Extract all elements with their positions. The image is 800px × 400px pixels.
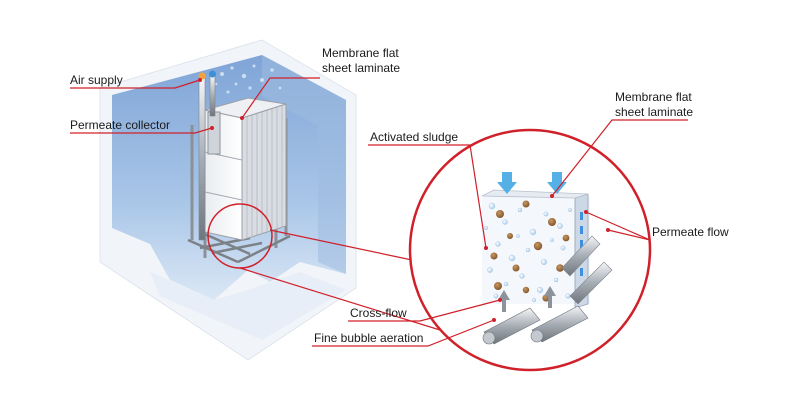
- tank: [99, 39, 357, 361]
- air-bubbles: [484, 202, 573, 303]
- leader-lines: [70, 77, 688, 347]
- permeate-tubes: [561, 235, 613, 305]
- label-membrane-right-line2: sheet laminate: [615, 105, 694, 119]
- leader-cross-flow: [348, 299, 501, 322]
- leader-permeate-collector: [70, 127, 213, 134]
- air-pipe-cap-icon: [198, 72, 206, 80]
- zoom-connectors: [239, 229, 441, 331]
- leader-membrane-right: [551, 119, 688, 197]
- label-activated-sludge: Activated sludge: [370, 130, 459, 144]
- leader-fine-bubble: [312, 319, 495, 347]
- leader-membrane-top: [241, 77, 320, 119]
- label-membrane-right: Membrane flat sheet laminate: [615, 90, 693, 120]
- inflow-arrows: [497, 172, 567, 194]
- sludge-flocs: [490, 200, 570, 302]
- leader-activated-sludge: [368, 144, 487, 249]
- leader-permeate-flow-2: [607, 229, 651, 241]
- label-membrane-right-line1: Membrane flat: [615, 90, 692, 104]
- cross-flow-arrows: [498, 286, 556, 312]
- magnified-view: [408, 128, 652, 372]
- tank-inner-wall: [262, 55, 346, 274]
- membrane-sheets: [246, 106, 283, 238]
- label-membrane-top-line2: sheet laminate: [322, 61, 401, 75]
- leader-permeate-flow-1: [585, 211, 651, 241]
- air-supply-pipe: [198, 77, 206, 241]
- aeration-pipes: [482, 305, 589, 345]
- module-side-face: [241, 103, 287, 241]
- module-top-face: [204, 97, 287, 119]
- label-membrane-top: Membrane flat sheet laminate: [322, 46, 400, 76]
- leader-air-supply: [70, 79, 201, 89]
- label-fine-bubble-aeration: Fine bubble aeration: [314, 331, 424, 345]
- permeate-collector-box: [207, 111, 221, 155]
- label-air-supply: Air supply: [70, 73, 123, 87]
- label-permeate-collector: Permeate collector: [70, 118, 171, 132]
- permeate-pipe-cap-icon: [209, 70, 216, 78]
- module-base: [187, 230, 291, 264]
- membrane-module: [187, 70, 291, 269]
- leader-dots: [198, 78, 610, 322]
- label-membrane-top-line1: Membrane flat: [322, 46, 399, 60]
- label-permeate-flow: Permeate flow: [652, 225, 729, 239]
- tank-floor: [150, 272, 346, 340]
- label-cross-flow: Cross-flow: [350, 306, 407, 320]
- sludge-region: [482, 196, 590, 304]
- magnify-circle-border: [408, 128, 652, 372]
- surface-bubbles: [214, 64, 282, 94]
- permeate-pipe: [209, 75, 216, 117]
